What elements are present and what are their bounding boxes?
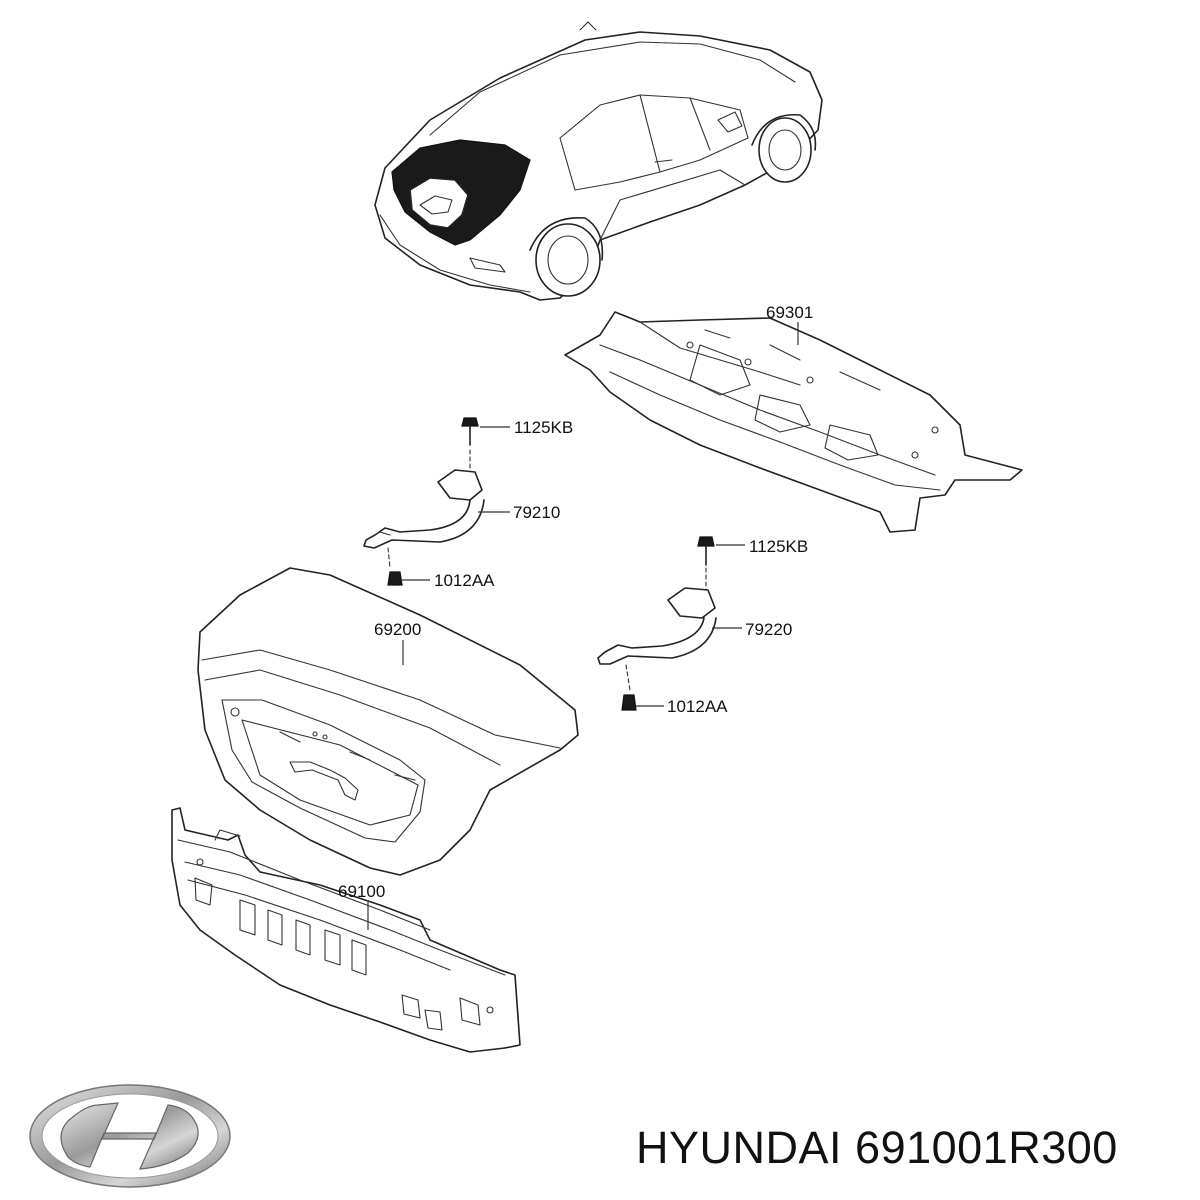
callout-1125kb-right: 1125KB: [749, 537, 808, 556]
part-number: 691001R300: [855, 1122, 1118, 1173]
brand-name: HYUNDAI: [636, 1122, 843, 1173]
callout-69200: 69200: [374, 620, 421, 639]
part-69200-trunk-lid: [197, 567, 579, 876]
part-1012aa-bolt-lower: [621, 694, 637, 711]
part-69100-back-panel: [171, 807, 521, 1053]
hyundai-logo-icon: [29, 1084, 231, 1188]
part-1125kb-bolt-right: [697, 536, 715, 593]
callout-79220: 79220: [745, 620, 792, 639]
part-69301-rear-shelf-panel: [564, 311, 1023, 533]
callout-69301: 69301: [766, 303, 813, 322]
callout-1012aa-upper: 1012AA: [434, 571, 495, 590]
brand-part-number: HYUNDAI 691001R300: [636, 1122, 1118, 1174]
callout-69100: 69100: [338, 882, 385, 901]
callout-79210: 79210: [513, 503, 560, 522]
part-79220-trunk-hinge-right: [597, 587, 717, 691]
part-1125kb-bolt-upper-left: [461, 417, 479, 479]
callout-1125kb-upper: 1125KB: [514, 418, 573, 437]
car-illustration: [374, 21, 823, 301]
callout-1012aa-lower: 1012AA: [667, 697, 728, 716]
part-1012aa-bolt-upper: [387, 571, 403, 586]
part-79210-trunk-hinge-left: [363, 469, 485, 569]
